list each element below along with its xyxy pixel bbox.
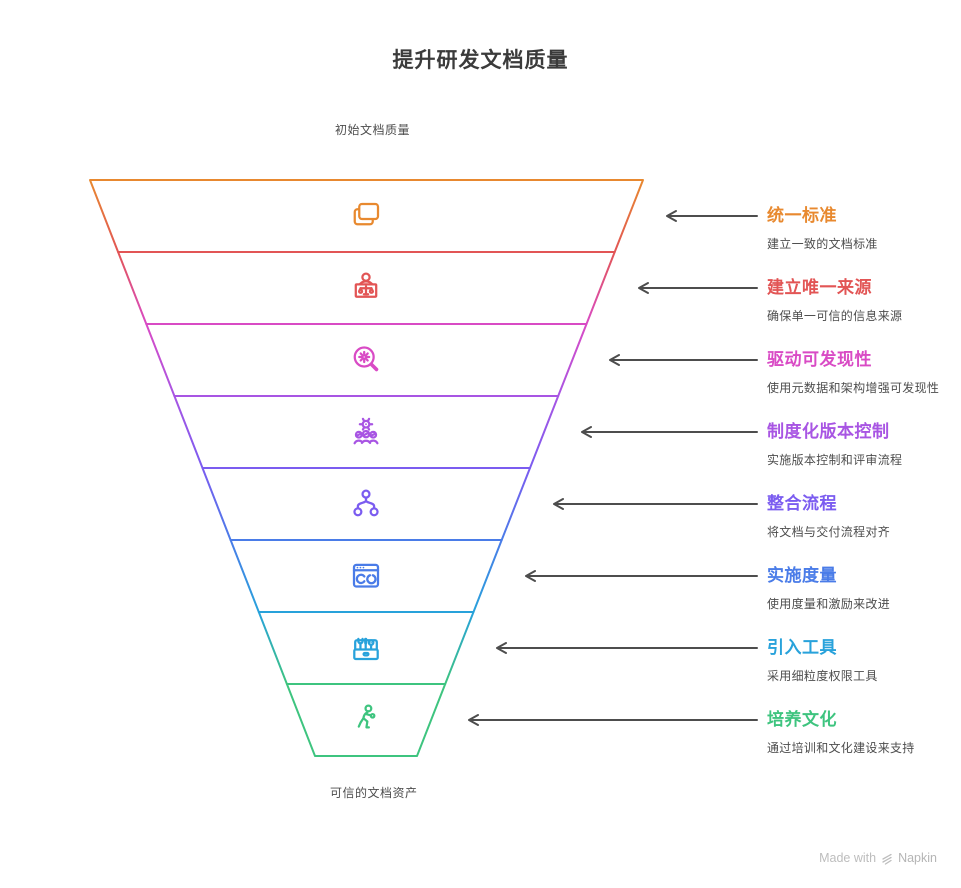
- gear-team-icon: [353, 417, 379, 445]
- copy-documents-icon: [353, 202, 380, 226]
- level-title: 整合流程: [767, 494, 837, 513]
- watermark-text: Made with: [819, 851, 877, 865]
- arrow-level-1: [666, 210, 758, 222]
- level-label-8: 培养文化 通过培训和文化建设来支持: [767, 710, 959, 756]
- level-label-7: 引入工具 采用细粒度权限工具: [767, 638, 959, 684]
- watermark-brand: Napkin: [898, 851, 937, 865]
- arrow-level-2: [638, 282, 758, 294]
- arrow-level-5: [553, 498, 758, 510]
- level-label-3: 驱动可发现性 使用元数据和架构增强可发现性: [767, 350, 959, 396]
- funnel-section-5: [201, 467, 531, 541]
- funnel-bottom-label: 可信的文档资产: [330, 786, 418, 800]
- page-title: 提升研发文档质量: [392, 49, 569, 72]
- arrow-level-8: [468, 714, 758, 726]
- level-title: 实施度量: [767, 566, 837, 585]
- watermark: Made with Napkin: [819, 851, 937, 865]
- level-description: 使用元数据和架构增强可发现性: [767, 381, 940, 395]
- arrow-level-6: [525, 570, 758, 582]
- search-gear-icon: [353, 346, 379, 372]
- arrow-level-3: [609, 354, 758, 366]
- level-title: 引入工具: [767, 638, 837, 657]
- level-description: 采用细粒度权限工具: [767, 669, 878, 683]
- level-description: 实施版本控制和评审流程: [767, 453, 903, 467]
- level-description: 使用度量和激励来改进: [767, 597, 891, 611]
- level-description: 确保单一可信的信息来源: [767, 309, 903, 323]
- level-label-1: 统一标准 建立一致的文档标准: [767, 206, 959, 252]
- level-description: 建立一致的文档标准: [767, 237, 878, 251]
- level-title: 培养文化: [767, 710, 837, 729]
- active-person-icon: [357, 704, 376, 729]
- level-title: 驱动可发现性: [767, 350, 872, 369]
- napkin-logo-icon: [882, 853, 892, 865]
- dashboard-gauges-icon: [352, 563, 380, 588]
- level-label-6: 实施度量 使用度量和激励来改进: [767, 566, 959, 612]
- hierarchy-icon: [353, 489, 379, 517]
- person-scales-icon: [354, 272, 378, 298]
- level-title: 建立唯一来源: [767, 278, 872, 297]
- arrow-level-7: [496, 642, 758, 654]
- level-description: 将文档与交付流程对齐: [767, 525, 891, 539]
- toolbox-icon: [353, 637, 379, 661]
- level-description: 通过培训和文化建设来支持: [767, 741, 915, 755]
- level-label-5: 整合流程 将文档与交付流程对齐: [767, 494, 959, 540]
- funnel-top-label: 初始文档质量: [335, 123, 411, 137]
- funnel-section-6: [229, 539, 503, 613]
- level-label-4: 制度化版本控制 实施版本控制和评审流程: [767, 422, 959, 468]
- level-title: 制度化版本控制: [767, 422, 890, 441]
- arrow-level-4: [581, 426, 758, 438]
- level-title: 统一标准: [767, 206, 837, 225]
- level-label-2: 建立唯一来源 确保单一可信的信息来源: [767, 278, 959, 324]
